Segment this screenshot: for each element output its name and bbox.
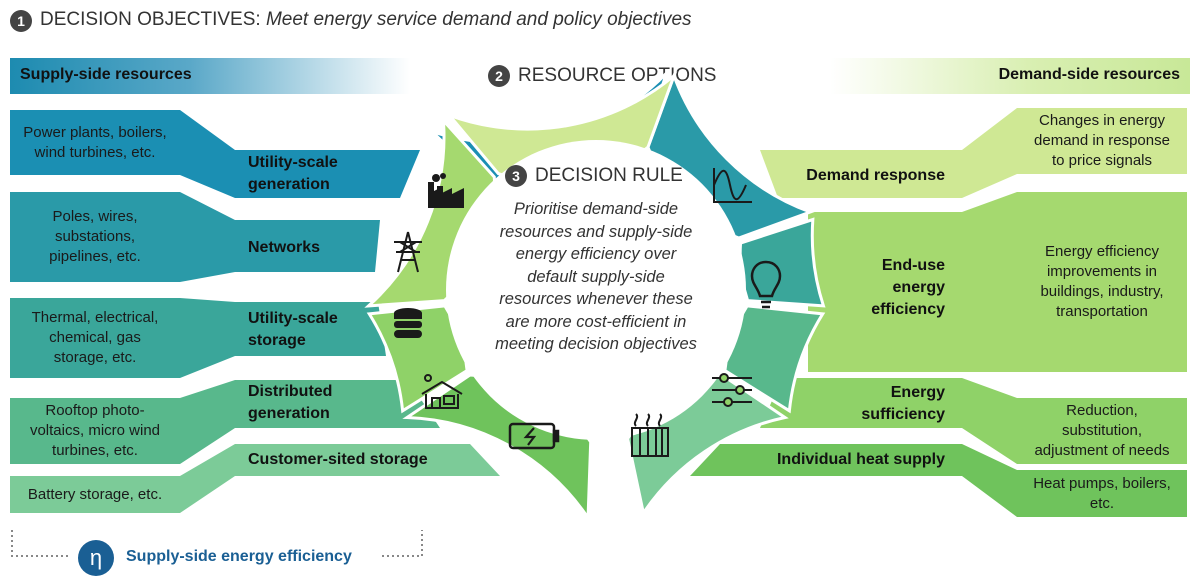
- supply-label-customer-storage: Customer-sited storage: [248, 451, 428, 468]
- supply-desc-2: Poles, wires,substations,pipelines, etc.: [49, 208, 141, 265]
- supply-band-1: [180, 110, 420, 198]
- lightbulb-icon: [750, 260, 782, 309]
- demand-band-4: [690, 444, 1017, 517]
- demand-side-title: Demand-side resources: [998, 66, 1180, 83]
- footer-bracket-right: [382, 530, 423, 557]
- center-disc: [446, 140, 746, 440]
- factory-icon: [428, 173, 464, 208]
- demand-desc-box-1: [1017, 108, 1187, 174]
- power-pylon-icon: [394, 231, 422, 273]
- decision-objectives-label: DECISION OBJECTIVES:: [40, 9, 261, 30]
- demand-band-3: [760, 378, 1017, 464]
- solar-house-icon: [421, 374, 463, 409]
- footer-bracket-left: [11, 530, 70, 557]
- supply-desc-box-1: [10, 110, 180, 175]
- decision-rule-label: DECISION RULE: [535, 165, 683, 186]
- supply-desc-5: Battery storage, etc.: [27, 485, 163, 503]
- demand-desc-box-2: [1017, 192, 1187, 372]
- sliders-icon: [712, 373, 752, 407]
- demand-desc-3: Reduction,substitution,adjustment of nee…: [1034, 402, 1170, 459]
- demand-band-2: [808, 192, 1017, 372]
- radiator-icon: [631, 413, 669, 457]
- database-storage-icon: [394, 308, 422, 338]
- step-1-badge: 1: [10, 10, 32, 32]
- supply-desc-box-3: [10, 298, 180, 378]
- waveform-icon: [713, 168, 752, 203]
- supply-band-2: [180, 192, 380, 282]
- demand-desc-4: Heat pumps, boilers,etc.: [1033, 474, 1171, 512]
- supply-band-3: [180, 298, 386, 378]
- supply-band-4: [180, 380, 440, 464]
- supply-desc-box-5: [10, 476, 180, 513]
- supply-side-title: Supply-side resources: [20, 66, 192, 83]
- step-3-badge: 3: [505, 165, 527, 187]
- demand-desc-box-4: [1017, 470, 1187, 517]
- battery-icon: [508, 422, 560, 450]
- demand-band-1: [760, 108, 1017, 198]
- decision-objectives-heading: DECISION OBJECTIVES: Meet energy service…: [40, 9, 692, 31]
- supply-label-networks: Networks: [248, 239, 321, 256]
- supply-desc-box-2: [10, 192, 180, 282]
- step-2-badge: 2: [488, 65, 510, 87]
- supply-desc-box-4: [10, 398, 180, 464]
- decision-rule-text: Prioritise demand-side resources and sup…: [495, 200, 697, 353]
- demand-side-banner: Demand-side resources: [830, 58, 1190, 94]
- demand-label-individual-heat: Individual heat supply: [776, 451, 945, 468]
- supply-side-efficiency-label: Supply-side energy efficiency: [126, 548, 352, 565]
- demand-desc-box-3: [1017, 398, 1187, 464]
- supply-side-banner: Supply-side resources: [10, 58, 410, 94]
- decision-objectives-text: Meet energy service demand and policy ob…: [265, 9, 692, 30]
- eta-symbol-badge: η: [78, 540, 114, 576]
- demand-label-demand-response: Demand response: [806, 167, 945, 184]
- supply-band-5: [180, 444, 500, 513]
- supply-desc-1: Power plants, boilers,wind turbines, etc…: [23, 123, 167, 161]
